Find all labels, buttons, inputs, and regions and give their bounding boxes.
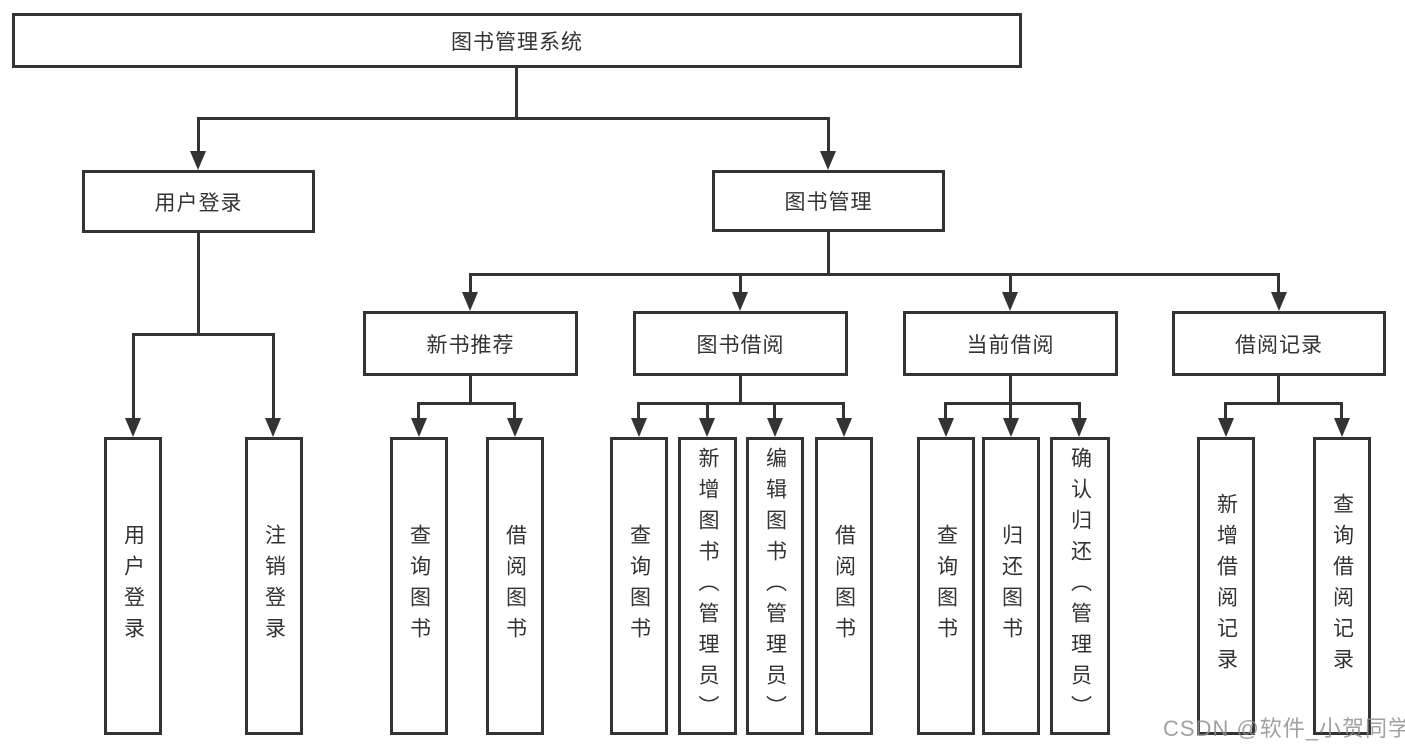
connector-vline	[739, 376, 742, 405]
arrow-down-icon	[1334, 418, 1350, 437]
leaf-query-books-recommend-label: 查询图书	[407, 524, 431, 648]
connector-hline	[637, 402, 845, 405]
leaf-query-books-borrowing-label: 查询图书	[627, 524, 651, 648]
node-borrowing-records: 借阅记录	[1172, 311, 1386, 376]
leaf-borrow-books-recommend: 借阅图书	[486, 437, 544, 735]
connector-vline	[1277, 273, 1280, 295]
leaf-add-books-admin: 新增图书（管理员）	[678, 437, 737, 735]
leaf-borrow-books-borrowing-label: 借阅图书	[832, 524, 856, 648]
connector-vline	[827, 232, 830, 276]
connector-vline	[739, 273, 742, 295]
connector-vline	[1009, 402, 1012, 420]
connector-vline	[706, 402, 709, 420]
node-user-login-label: 用户登录	[154, 191, 243, 215]
node-book-borrowing-label: 图书借阅	[696, 333, 785, 357]
connector-vline	[944, 402, 947, 420]
node-book-borrowing: 图书借阅	[633, 311, 848, 376]
connector-vline	[773, 402, 776, 420]
connector-vline	[827, 117, 830, 153]
leaf-return-books: 归还图书	[982, 437, 1040, 735]
leaf-confirm-return-admin-label: 确认归还（管理员）	[1068, 446, 1092, 726]
arrow-down-icon	[1218, 418, 1234, 437]
leaf-logout-label: 注销登录	[262, 524, 286, 648]
leaf-return-books-label: 归还图书	[999, 524, 1023, 648]
connector-vline	[637, 402, 640, 420]
leaf-add-borrow-record: 新增借阅记录	[1197, 437, 1255, 735]
connector-vline	[132, 333, 135, 419]
node-user-login: 用户登录	[82, 170, 315, 233]
connector-vline	[469, 273, 472, 295]
node-root-label: 图书管理系统	[451, 30, 583, 54]
arrow-down-icon	[732, 292, 748, 311]
connector-vline	[197, 117, 200, 153]
connector-vline	[513, 402, 516, 420]
node-borrowing-records-label: 借阅记录	[1235, 333, 1323, 357]
arrow-down-icon	[820, 151, 836, 170]
leaf-query-books-current: 查询图书	[917, 437, 975, 735]
leaf-logout: 注销登录	[245, 437, 303, 735]
node-current-borrowing: 当前借阅	[903, 311, 1118, 376]
connector-hline	[197, 117, 830, 120]
connector-hline	[944, 402, 1081, 405]
leaf-confirm-return-admin: 确认归还（管理员）	[1050, 437, 1110, 735]
leaf-borrow-books-recommend-label: 借阅图书	[503, 524, 527, 648]
leaf-add-borrow-record-label: 新增借阅记录	[1214, 493, 1238, 679]
arrow-down-icon	[411, 418, 427, 437]
node-new-book-recommend-label: 新书推荐	[426, 333, 515, 357]
arrow-down-icon	[631, 418, 647, 437]
node-new-book-recommend: 新书推荐	[363, 311, 578, 376]
node-root: 图书管理系统	[12, 13, 1022, 68]
node-book-management-label: 图书管理	[784, 191, 873, 214]
arrow-down-icon	[462, 292, 478, 311]
arrow-down-icon	[1271, 292, 1287, 311]
connector-vline	[417, 402, 420, 420]
leaf-user-login: 用户登录	[104, 437, 162, 735]
connector-vline	[1277, 375, 1280, 405]
connector-vline	[515, 66, 518, 119]
connector-hline	[132, 333, 275, 336]
connector-vline	[1009, 376, 1012, 405]
leaf-query-books-current-label: 查询图书	[934, 524, 958, 648]
arrow-down-icon	[938, 418, 954, 437]
arrow-down-icon	[125, 418, 141, 437]
arrow-down-icon	[1002, 292, 1018, 311]
connector-vline	[1224, 402, 1227, 420]
node-current-borrowing-label: 当前借阅	[966, 333, 1055, 357]
leaf-edit-books-admin-label: 编辑图书（管理员）	[763, 446, 787, 726]
arrow-down-icon	[190, 151, 206, 170]
leaf-user-login-label: 用户登录	[121, 524, 145, 648]
csdn-watermark: CSDN @软件_小贺同学	[1163, 716, 1405, 741]
arrow-down-icon	[836, 418, 852, 437]
connector-hline	[1224, 402, 1343, 405]
leaf-query-books-recommend: 查询图书	[390, 437, 448, 735]
arrow-down-icon	[1003, 418, 1019, 437]
arrow-down-icon	[507, 418, 523, 437]
connector-vline	[1009, 273, 1012, 295]
leaf-borrow-books-borrowing: 借阅图书	[815, 437, 873, 735]
leaf-query-borrow-record-label: 查询借阅记录	[1330, 493, 1354, 679]
leaf-query-books-borrowing: 查询图书	[610, 437, 668, 735]
connector-vline	[1340, 402, 1343, 420]
connector-vline	[469, 376, 472, 405]
connector-vline	[197, 233, 200, 336]
arrow-down-icon	[767, 418, 783, 437]
connector-hline	[417, 402, 516, 405]
connector-vline	[272, 333, 275, 419]
connector-hline	[469, 273, 1279, 276]
node-book-management: 图书管理	[712, 170, 945, 232]
arrow-down-icon	[1071, 418, 1087, 437]
leaf-edit-books-admin: 编辑图书（管理员）	[746, 437, 804, 735]
arrow-down-icon	[265, 418, 281, 437]
arrow-down-icon	[699, 418, 715, 437]
connector-vline	[1078, 402, 1081, 420]
leaf-query-borrow-record: 查询借阅记录	[1313, 437, 1371, 735]
connector-vline	[842, 402, 845, 420]
leaf-add-books-admin-label: 新增图书（管理员）	[696, 446, 719, 726]
